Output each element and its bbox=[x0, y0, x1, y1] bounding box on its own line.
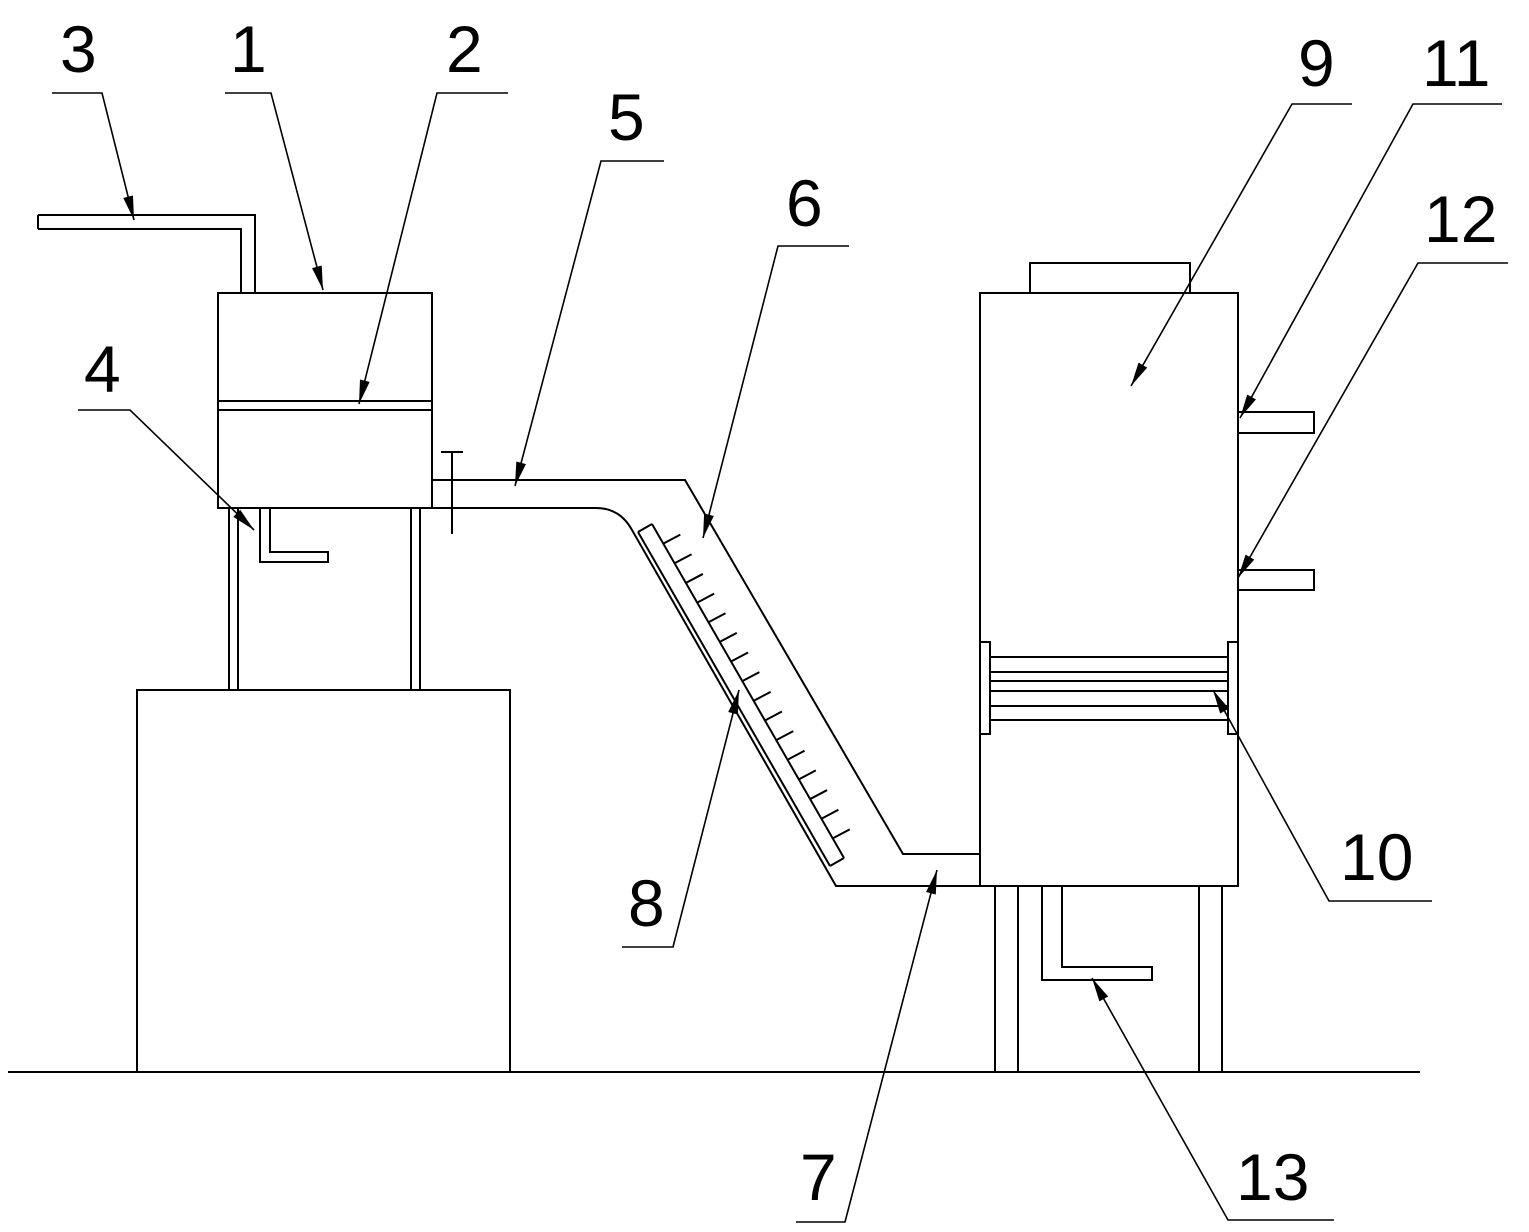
bottom-drain-pipe bbox=[1041, 886, 1153, 981]
label-10: 10 bbox=[1340, 820, 1413, 894]
leader-lines bbox=[52, 92, 1508, 1223]
leader-arrowhead bbox=[926, 870, 937, 895]
label-11: 11 bbox=[1422, 26, 1491, 100]
screen-tooth bbox=[696, 592, 715, 604]
leader-arrowhead bbox=[1131, 362, 1148, 386]
valve bbox=[441, 451, 463, 534]
base-tank bbox=[136, 689, 511, 1073]
screen-tooth bbox=[787, 749, 805, 761]
leader-arrowhead bbox=[1092, 978, 1109, 1002]
leader-arrowhead bbox=[703, 513, 714, 538]
inclined-screen bbox=[637, 523, 845, 867]
screen-tooth bbox=[685, 573, 704, 584]
screen-tooth bbox=[820, 808, 839, 820]
filter-tube-bundle bbox=[979, 641, 1239, 735]
drain-pipe bbox=[259, 508, 329, 563]
label-5: 5 bbox=[608, 80, 645, 154]
screen-tooth bbox=[832, 828, 851, 840]
inlet-pipe bbox=[37, 214, 256, 293]
label-2: 2 bbox=[446, 12, 483, 86]
leader-arrowhead bbox=[233, 509, 254, 530]
screen-tooth bbox=[764, 710, 783, 722]
upper-tank-legs bbox=[228, 508, 421, 690]
label-9: 9 bbox=[1298, 26, 1335, 100]
screen-tooth bbox=[753, 690, 772, 702]
screen-tooth bbox=[719, 631, 738, 643]
upper-side-outlet bbox=[1238, 411, 1315, 434]
screen-teeth bbox=[662, 533, 851, 840]
leader-arrowhead bbox=[1238, 554, 1255, 578]
label-4: 4 bbox=[84, 332, 121, 406]
tank-lid bbox=[1029, 262, 1191, 293]
screen-tooth bbox=[798, 769, 817, 781]
lower-side-outlet bbox=[1238, 569, 1315, 591]
screen-tooth bbox=[708, 612, 726, 624]
screen-tooth bbox=[775, 730, 794, 742]
leader-arrowhead bbox=[359, 379, 370, 404]
leader-arrowhead bbox=[1240, 394, 1256, 418]
filter-plate bbox=[218, 400, 432, 411]
leader-arrowhead bbox=[123, 195, 134, 220]
screen-tooth bbox=[730, 651, 749, 663]
label-8: 8 bbox=[628, 866, 665, 940]
screen-tooth bbox=[809, 789, 828, 800]
label-13: 13 bbox=[1236, 1140, 1309, 1214]
leader-arrowhead bbox=[515, 461, 526, 486]
screen-tooth bbox=[674, 553, 693, 565]
label-12: 12 bbox=[1424, 182, 1497, 256]
arrowheads bbox=[123, 195, 1256, 1002]
screen-tooth bbox=[741, 671, 760, 683]
precipitation-tank bbox=[979, 292, 1239, 887]
label-7: 7 bbox=[800, 1140, 837, 1214]
label-3: 3 bbox=[60, 12, 97, 86]
leader-arrowhead bbox=[1213, 690, 1229, 714]
leader-arrowhead bbox=[312, 265, 323, 290]
precipitation-tank-legs bbox=[994, 886, 1223, 1072]
screen-tooth bbox=[662, 533, 681, 545]
label-1: 1 bbox=[230, 12, 267, 86]
label-6: 6 bbox=[786, 166, 823, 240]
conveying-pipe bbox=[432, 479, 980, 887]
leader-arrowhead bbox=[728, 690, 739, 715]
